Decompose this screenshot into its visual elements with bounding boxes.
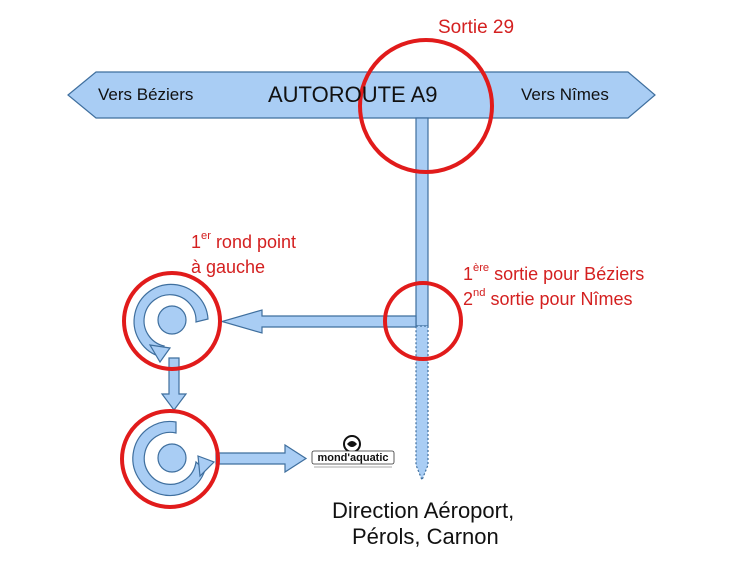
arrow-to-roundabout-1 [219,309,417,334]
roundabout-1-label: 1er rond point [191,230,296,252]
motorway-title: AUTOROUTE A9 [268,82,438,107]
mond-aquatic-logo: mond'aquatic [311,435,395,468]
exit-29-highlight [358,38,494,174]
continuation-road [415,325,429,482]
destination-line1: Direction Aéroport, [332,498,515,523]
svg-text:mond'aquatic: mond'aquatic [317,452,388,464]
roundabout-1-label-line2: à gauche [191,257,266,277]
roundabout-2-highlight [120,409,220,509]
exit-road [415,117,429,327]
motorway-right-label: Vers Nîmes [521,85,609,104]
exit-label: Sortie 29 [438,17,515,38]
roundabout-2 [132,420,216,497]
roundabout-1 [133,283,209,364]
destination-line2: Pérols, Carnon [352,524,499,549]
junction-instruction-line1: 1ère sortie pour Béziers [463,262,645,284]
junction-instruction-line2: 2nd sortie pour Nîmes [463,287,633,309]
arrow-roundabout-1-to-2 [160,357,188,411]
arrow-to-destination [215,443,308,474]
motorway-left-label: Vers Béziers [98,85,194,104]
junction-highlight [383,281,463,361]
roundabout-1-highlight [122,271,222,371]
